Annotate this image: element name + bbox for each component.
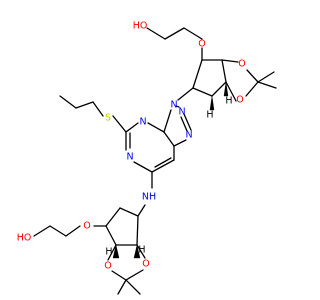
atom-top-h2: H [225,96,232,107]
bond-top-ring-b [221,59,227,83]
bond-c4-c5 [163,131,175,147]
bond-top-methyl-1 [257,71,275,83]
label-layer: HO O O O H H N N N N N S NH O HO O O H H [17,21,246,272]
atom-sulfur: S [105,113,111,124]
atom-bot-h2: H [138,245,145,256]
bond-n7-n8 [183,113,192,131]
bond-bot-diox-a [107,244,117,261]
molecule-structure-diagram: HO O O O H H N N N N N S NH O HO O O H H [16,20,277,295]
atom-top-ring-o1: O [238,59,245,70]
atom-bot-oh: HO [17,233,32,244]
bond-top-oh-ch2 [146,27,166,40]
atom-bot-h1: H [105,247,112,258]
bond-top-ch2-ch2 [164,27,185,40]
bond-c6-c5-double [154,157,172,168]
bond-bot-ring-a [119,207,139,217]
bond-bot-methyl-1 [117,279,127,295]
atom-bot-ring-o1: O [104,261,111,272]
bond-c6-c5 [151,159,175,173]
wedge-top-h1 [209,95,215,111]
atom-bot-ether-o: O [83,221,90,232]
atom-top-oh: HO [133,21,148,32]
bond-n1-c6 [133,161,153,173]
atom-top-h1: H [206,110,213,121]
bond-top-diox-c [245,81,259,97]
bond-bot-diox-d [125,269,144,281]
atom-top-ring-o2: O [236,95,243,106]
bond-propyl-b [59,95,77,109]
bond-bot-ring-c [105,225,117,246]
bond-top-methyl-2 [257,81,277,89]
bond-top-ch2-o [183,27,203,40]
bond-bot-methyl-2 [125,279,141,295]
bond-bot-diox-b [136,244,146,259]
atom-triazole-n9: N [170,100,177,111]
atom-triazole-n7: N [185,130,192,141]
wedge-bot-h1 [112,244,120,259]
atom-triazole-n8: N [178,107,185,118]
bond-n8-n9 [175,105,180,108]
bond-top-ring-d [192,87,213,97]
bond-top-ring-c [211,81,227,97]
bond-ring-to-n9 [177,87,194,101]
bond-bot-diox-c [111,270,127,281]
bond-c2-s [112,115,127,133]
atom-bot-ring-o2: O [142,259,149,270]
bond-n7-n8-double [180,116,188,132]
atom-top-ether-o: O [198,39,205,50]
bond-top-ring-e [192,59,203,89]
wedge-bot-h2 [133,244,141,259]
bond-bot-ch2-ch2 [49,225,67,237]
bond-c4-n3 [147,122,165,133]
wedge-top-h2 [223,81,229,97]
bond-top-diox-d [225,81,237,102]
bond-bot-ring-b [105,207,121,227]
bond-s-ch2 [92,101,104,117]
bond-bot-ch2-oh [33,225,51,237]
bond-c5-n7 [173,139,187,147]
bond-n9-c4 [163,109,172,133]
atom-amine-nh: NH [142,192,156,203]
bond-n3-c2 [125,122,139,133]
bond-layer [33,27,277,295]
atom-pyrimidine-n1: N [126,152,133,163]
bond-nh-ring [137,204,146,217]
bond-propyl-a [75,101,94,109]
bond-top-diox-b [246,69,259,83]
bond-bot-ring-e [136,215,139,246]
bond-top-diox-a [221,59,239,63]
stereo-layer [112,81,229,259]
atom-pyrimidine-n3: N [139,117,146,128]
bond-bot-o-ch2 [65,225,81,237]
